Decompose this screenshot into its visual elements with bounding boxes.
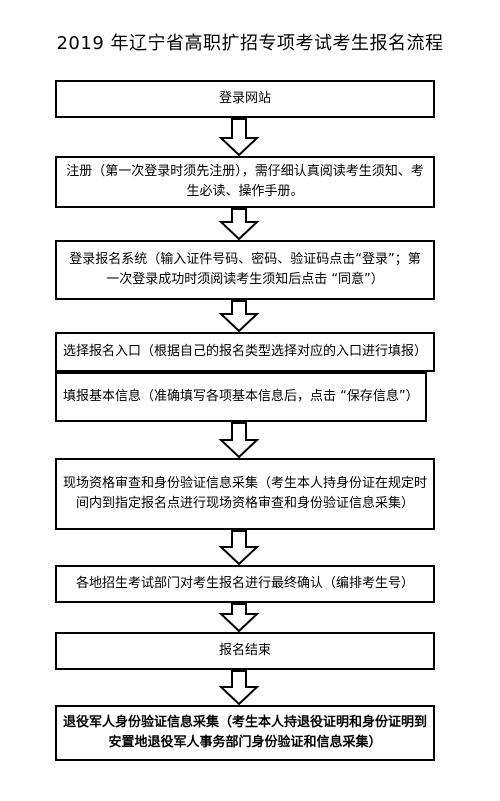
step-label: 退役军人身份验证信息采集（考生本人持退役证明和身份证明到安置地退役军人事务部门身… xyxy=(63,715,428,750)
step-label: 报名结束 xyxy=(218,643,271,658)
step-label: 选择报名入口（根据自己的报名类型选择对应的入口进行填报） xyxy=(63,344,428,359)
step-label: 填报基本信息（准确填写各项基本信息后，点击 “保存信息”） xyxy=(63,389,419,404)
flowchart-title: 2019 年辽宁省高职扩招专项考试考生报名流程 xyxy=(56,33,444,54)
down-arrow-icon xyxy=(218,118,260,157)
step-label: 现场资格审查和身份验证信息采集（考生本人持身份证在规定时间内到指定报名点进行现场… xyxy=(63,476,428,511)
step-fill-basic-info: 填报基本信息（准确填写各项基本信息后，点击 “保存信息”） xyxy=(55,372,427,422)
down-arrow-icon xyxy=(218,530,260,566)
step-onsite-review: 现场资格审查和身份验证信息采集（考生本人持身份证在规定时间内到指定报名点进行现场… xyxy=(55,458,435,530)
down-arrow-icon xyxy=(218,300,260,333)
step-login-website: 登录网站 xyxy=(55,80,435,118)
down-arrow-icon xyxy=(218,422,260,459)
step-login-system: 登录报名系统（输入证件号码、密码、验证码点击“登录”；第一次登录成功时须阅读考生… xyxy=(55,240,435,300)
step-label: 登录网站 xyxy=(218,91,271,106)
step-veteran-verification: 退役军人身份验证信息采集（考生本人持退役证明和身份证明到安置地退役军人事务部门身… xyxy=(55,705,435,761)
step-label: 各地招生考试部门对考生报名进行最终确认（编排考生号） xyxy=(75,576,414,591)
step-select-entry: 选择报名入口（根据自己的报名类型选择对应的入口进行填报） xyxy=(55,332,435,372)
step-register: 注册（第一次登录时须先注册），需仔细认真阅读考生须知、考生必读、操作手册。 xyxy=(55,156,435,208)
step-label: 登录报名系统（输入证件号码、密码、验证码点击“登录”；第一次登录成功时须阅读考生… xyxy=(69,252,421,287)
down-arrow-icon xyxy=(218,603,260,633)
step-final-confirmation: 各地招生考试部门对考生报名进行最终确认（编排考生号） xyxy=(55,565,435,603)
step-registration-end: 报名结束 xyxy=(55,632,435,670)
down-arrow-icon xyxy=(218,208,260,241)
down-arrow-icon xyxy=(218,670,260,706)
step-label: 注册（第一次登录时须先注册），需仔细认真阅读考生须知、考生必读、操作手册。 xyxy=(66,164,424,199)
